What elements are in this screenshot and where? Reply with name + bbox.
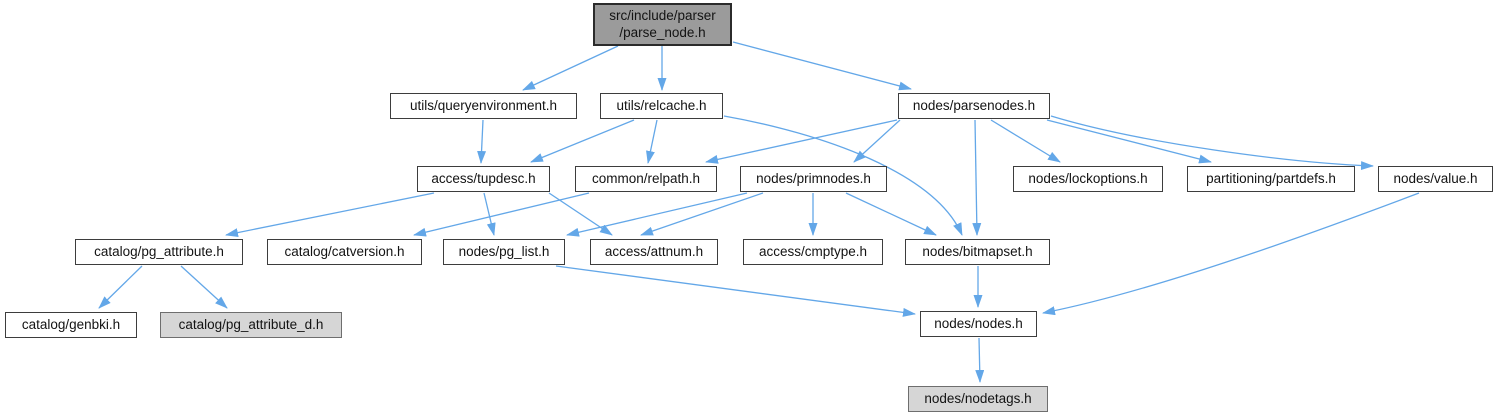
node-pg_attribute[interactable]: catalog/pg_attribute.h xyxy=(75,239,243,265)
edge-relcache-tupdesc xyxy=(530,119,635,163)
edge-parse_node-queryenv xyxy=(522,45,619,91)
edge-relcache-bitmapset xyxy=(723,115,963,236)
node-queryenv[interactable]: utils/queryenvironment.h xyxy=(390,93,577,119)
edge-parsenodes-relpath xyxy=(705,119,898,164)
edge-pg_list-nodes_h xyxy=(555,265,916,317)
edge-value-nodes_h xyxy=(1042,192,1420,316)
edge-relpath-catversion xyxy=(413,192,590,237)
edge-parsenodes-partdefs xyxy=(1046,119,1212,164)
edge-relcache-relpath xyxy=(646,119,658,164)
node-lockoptions[interactable]: nodes/lockoptions.h xyxy=(1013,166,1163,192)
node-value[interactable]: nodes/value.h xyxy=(1378,166,1493,192)
node-bitmapset[interactable]: nodes/bitmapset.h xyxy=(905,239,1050,265)
node-genbki[interactable]: catalog/genbki.h xyxy=(5,312,137,338)
node-relcache[interactable]: utils/relcache.h xyxy=(600,93,723,119)
edge-queryenv-tupdesc xyxy=(477,119,487,164)
node-primnodes[interactable]: nodes/primnodes.h xyxy=(740,166,887,192)
node-relpath[interactable]: common/relpath.h xyxy=(575,166,717,192)
edge-parsenodes-value xyxy=(1050,115,1374,171)
node-parsenodes[interactable]: nodes/parsenodes.h xyxy=(898,93,1050,119)
node-nodetags[interactable]: nodes/nodetags.h xyxy=(908,386,1048,412)
node-nodes_h[interactable]: nodes/nodes.h xyxy=(920,311,1037,337)
edge-primnodes-attnum xyxy=(640,192,764,236)
edge-nodes_h-nodetags xyxy=(975,337,985,383)
edge-tupdesc-pg_list xyxy=(483,192,496,236)
edge-tupdesc-attnum xyxy=(548,192,613,236)
node-cmptype[interactable]: access/cmptype.h xyxy=(743,239,883,265)
node-attnum[interactable]: access/attnum.h xyxy=(590,239,718,265)
node-parse_node[interactable]: src/include/parser /parse_node.h xyxy=(593,3,732,46)
edge-parsenodes-lockoptions xyxy=(990,119,1061,163)
node-pg_attribute_d[interactable]: catalog/pg_attribute_d.h xyxy=(160,312,342,338)
edge-pg_attribute-pg_attribute_d xyxy=(180,265,228,309)
node-partdefs[interactable]: partitioning/partdefs.h xyxy=(1187,166,1355,192)
edge-pg_attribute-genbki xyxy=(98,265,143,309)
edge-parsenodes-bitmapset xyxy=(972,119,982,236)
node-tupdesc[interactable]: access/tupdesc.h xyxy=(417,166,550,192)
node-pg_list[interactable]: nodes/pg_list.h xyxy=(443,239,565,265)
edge-primnodes-pg_list xyxy=(566,192,748,237)
edge-parse_node-parsenodes xyxy=(732,41,912,91)
node-catversion[interactable]: catalog/catversion.h xyxy=(267,239,422,265)
edge-tupdesc-pg_attribute xyxy=(225,192,435,238)
edge-parsenodes-primnodes xyxy=(853,119,901,163)
edge-primnodes-bitmapset xyxy=(845,192,937,236)
